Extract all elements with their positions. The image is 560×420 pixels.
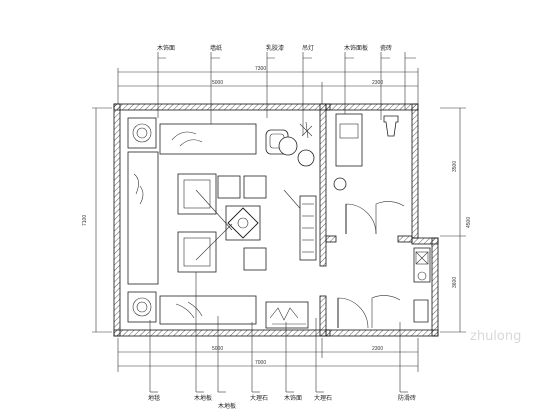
dim-top-overall: 7300 bbox=[255, 66, 266, 72]
bottom-dimensions: 5000 2300 7000 bbox=[117, 338, 419, 372]
label-top-4: 吊灯 bbox=[302, 44, 314, 52]
walls bbox=[113, 103, 439, 337]
label-bottom-5: 木饰面 bbox=[284, 394, 302, 402]
bottom-leaders bbox=[149, 272, 408, 393]
shower bbox=[413, 247, 431, 283]
label-bottom-1: 地毯 bbox=[148, 394, 160, 402]
top-dimensions: 7300 5000 2300 bbox=[117, 66, 419, 104]
living-furniture bbox=[127, 117, 317, 329]
centre-table bbox=[225, 205, 261, 241]
right-dimensions: 3500 3600 4500 bbox=[440, 107, 472, 333]
toilet-lower bbox=[413, 299, 429, 323]
watermark: zhulong bbox=[470, 329, 521, 344]
chair-5 bbox=[243, 247, 267, 271]
dim-top-right: 2300 bbox=[372, 80, 383, 86]
bottom-labels: 地毯 木地板 木地板 大理石 木饰面 大理石 防滑砖 bbox=[148, 272, 416, 410]
door-swing-upper bbox=[345, 203, 377, 235]
label-top-5: 木饰面板 bbox=[344, 44, 368, 52]
round-table-1 bbox=[278, 136, 298, 156]
wash-basin bbox=[333, 177, 347, 191]
label-top-2: 墙纸 bbox=[210, 44, 222, 52]
label-bottom-3: 木地板 bbox=[218, 402, 236, 410]
label-bottom-4: 大理石 bbox=[250, 394, 268, 402]
bottom-sofa bbox=[159, 295, 257, 325]
toilet-top bbox=[383, 115, 399, 137]
chair-1 bbox=[177, 173, 217, 215]
vanity bbox=[335, 113, 363, 167]
label-top-3: 乳胶漆 bbox=[266, 44, 284, 52]
label-top-1: 木饰面 bbox=[157, 44, 175, 52]
left-dimension: 7100 bbox=[82, 107, 112, 333]
label-top-6: 瓷砖 bbox=[380, 44, 392, 52]
label-bottom-7: 防滑砖 bbox=[398, 394, 416, 402]
dim-left-overall: 7100 bbox=[82, 215, 88, 226]
dim-room-width: 4500 bbox=[466, 217, 472, 228]
chair-4 bbox=[243, 175, 267, 199]
dim-bottom-right: 2300 bbox=[372, 346, 383, 352]
chair-2 bbox=[177, 231, 217, 273]
dim-bottom-left: 5000 bbox=[212, 346, 223, 352]
left-sofa bbox=[127, 151, 159, 285]
label-bottom-6: 大理石 bbox=[314, 394, 332, 402]
dim-right-upper: 3500 bbox=[452, 161, 458, 172]
chair-3 bbox=[217, 175, 241, 199]
dim-top-left: 5000 bbox=[212, 80, 223, 86]
corner-table-tl bbox=[127, 117, 157, 149]
corner-table-bl bbox=[127, 291, 157, 323]
top-sofa bbox=[159, 123, 257, 155]
label-bottom-2: 木地板 bbox=[194, 394, 212, 402]
dim-bottom-overall: 7000 bbox=[255, 360, 266, 366]
dim-right-lower: 3600 bbox=[452, 277, 458, 288]
door-swing-lower bbox=[337, 297, 369, 329]
round-table-2 bbox=[297, 149, 315, 167]
bath-fixtures bbox=[333, 113, 431, 329]
bottom-rug bbox=[265, 301, 309, 329]
